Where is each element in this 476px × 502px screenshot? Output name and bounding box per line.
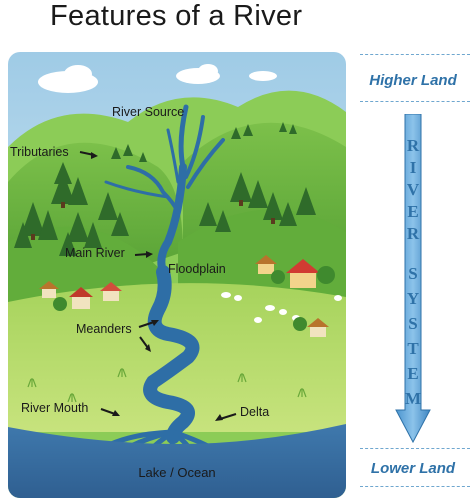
vertical-letter: Y <box>406 289 420 308</box>
label-delta: Delta <box>240 405 270 419</box>
river-scene: River Source Tributaries Main River Floo… <box>8 52 346 498</box>
label-lake-ocean: Lake / Ocean <box>138 465 216 480</box>
diagram-title: Features of a River <box>50 0 303 32</box>
lower-land-label: Lower Land <box>370 460 456 477</box>
label-river-mouth: River Mouth <box>21 401 89 415</box>
higher-land-label: Higher Land <box>369 72 457 89</box>
grass <box>27 368 307 403</box>
vertical-letter: V <box>406 180 420 199</box>
label-arrows <box>79 151 237 421</box>
vertical-letter: I <box>409 158 417 177</box>
vertical-letter: R <box>406 224 420 243</box>
divider-upper <box>360 101 470 102</box>
lake-ocean <box>8 424 346 498</box>
divider-top <box>360 54 470 55</box>
divider-lower <box>360 448 470 449</box>
round-trees <box>53 266 335 331</box>
label-tributaries: Tributaries <box>10 145 69 159</box>
divider-bottom <box>360 486 470 487</box>
trees <box>14 122 316 256</box>
vertical-letter: E <box>407 364 419 383</box>
vertical-letter: M <box>404 389 422 408</box>
clouds <box>38 64 277 93</box>
down-arrow-icon <box>395 114 431 444</box>
vertical-letter: T <box>407 339 419 358</box>
houses <box>39 255 329 337</box>
label-meanders: Meanders <box>76 322 132 336</box>
vertical-letter: S <box>408 314 418 333</box>
river-channels <box>104 104 225 444</box>
vertical-letter: R <box>406 136 420 155</box>
label-main-river: Main River <box>65 246 125 260</box>
vertical-letter: E <box>407 202 419 221</box>
label-river-source: River Source <box>112 105 185 119</box>
vertical-letter: S <box>408 264 418 283</box>
sheep <box>221 292 342 323</box>
river-illustration <box>8 52 346 498</box>
label-floodplain: Floodplain <box>168 262 226 276</box>
